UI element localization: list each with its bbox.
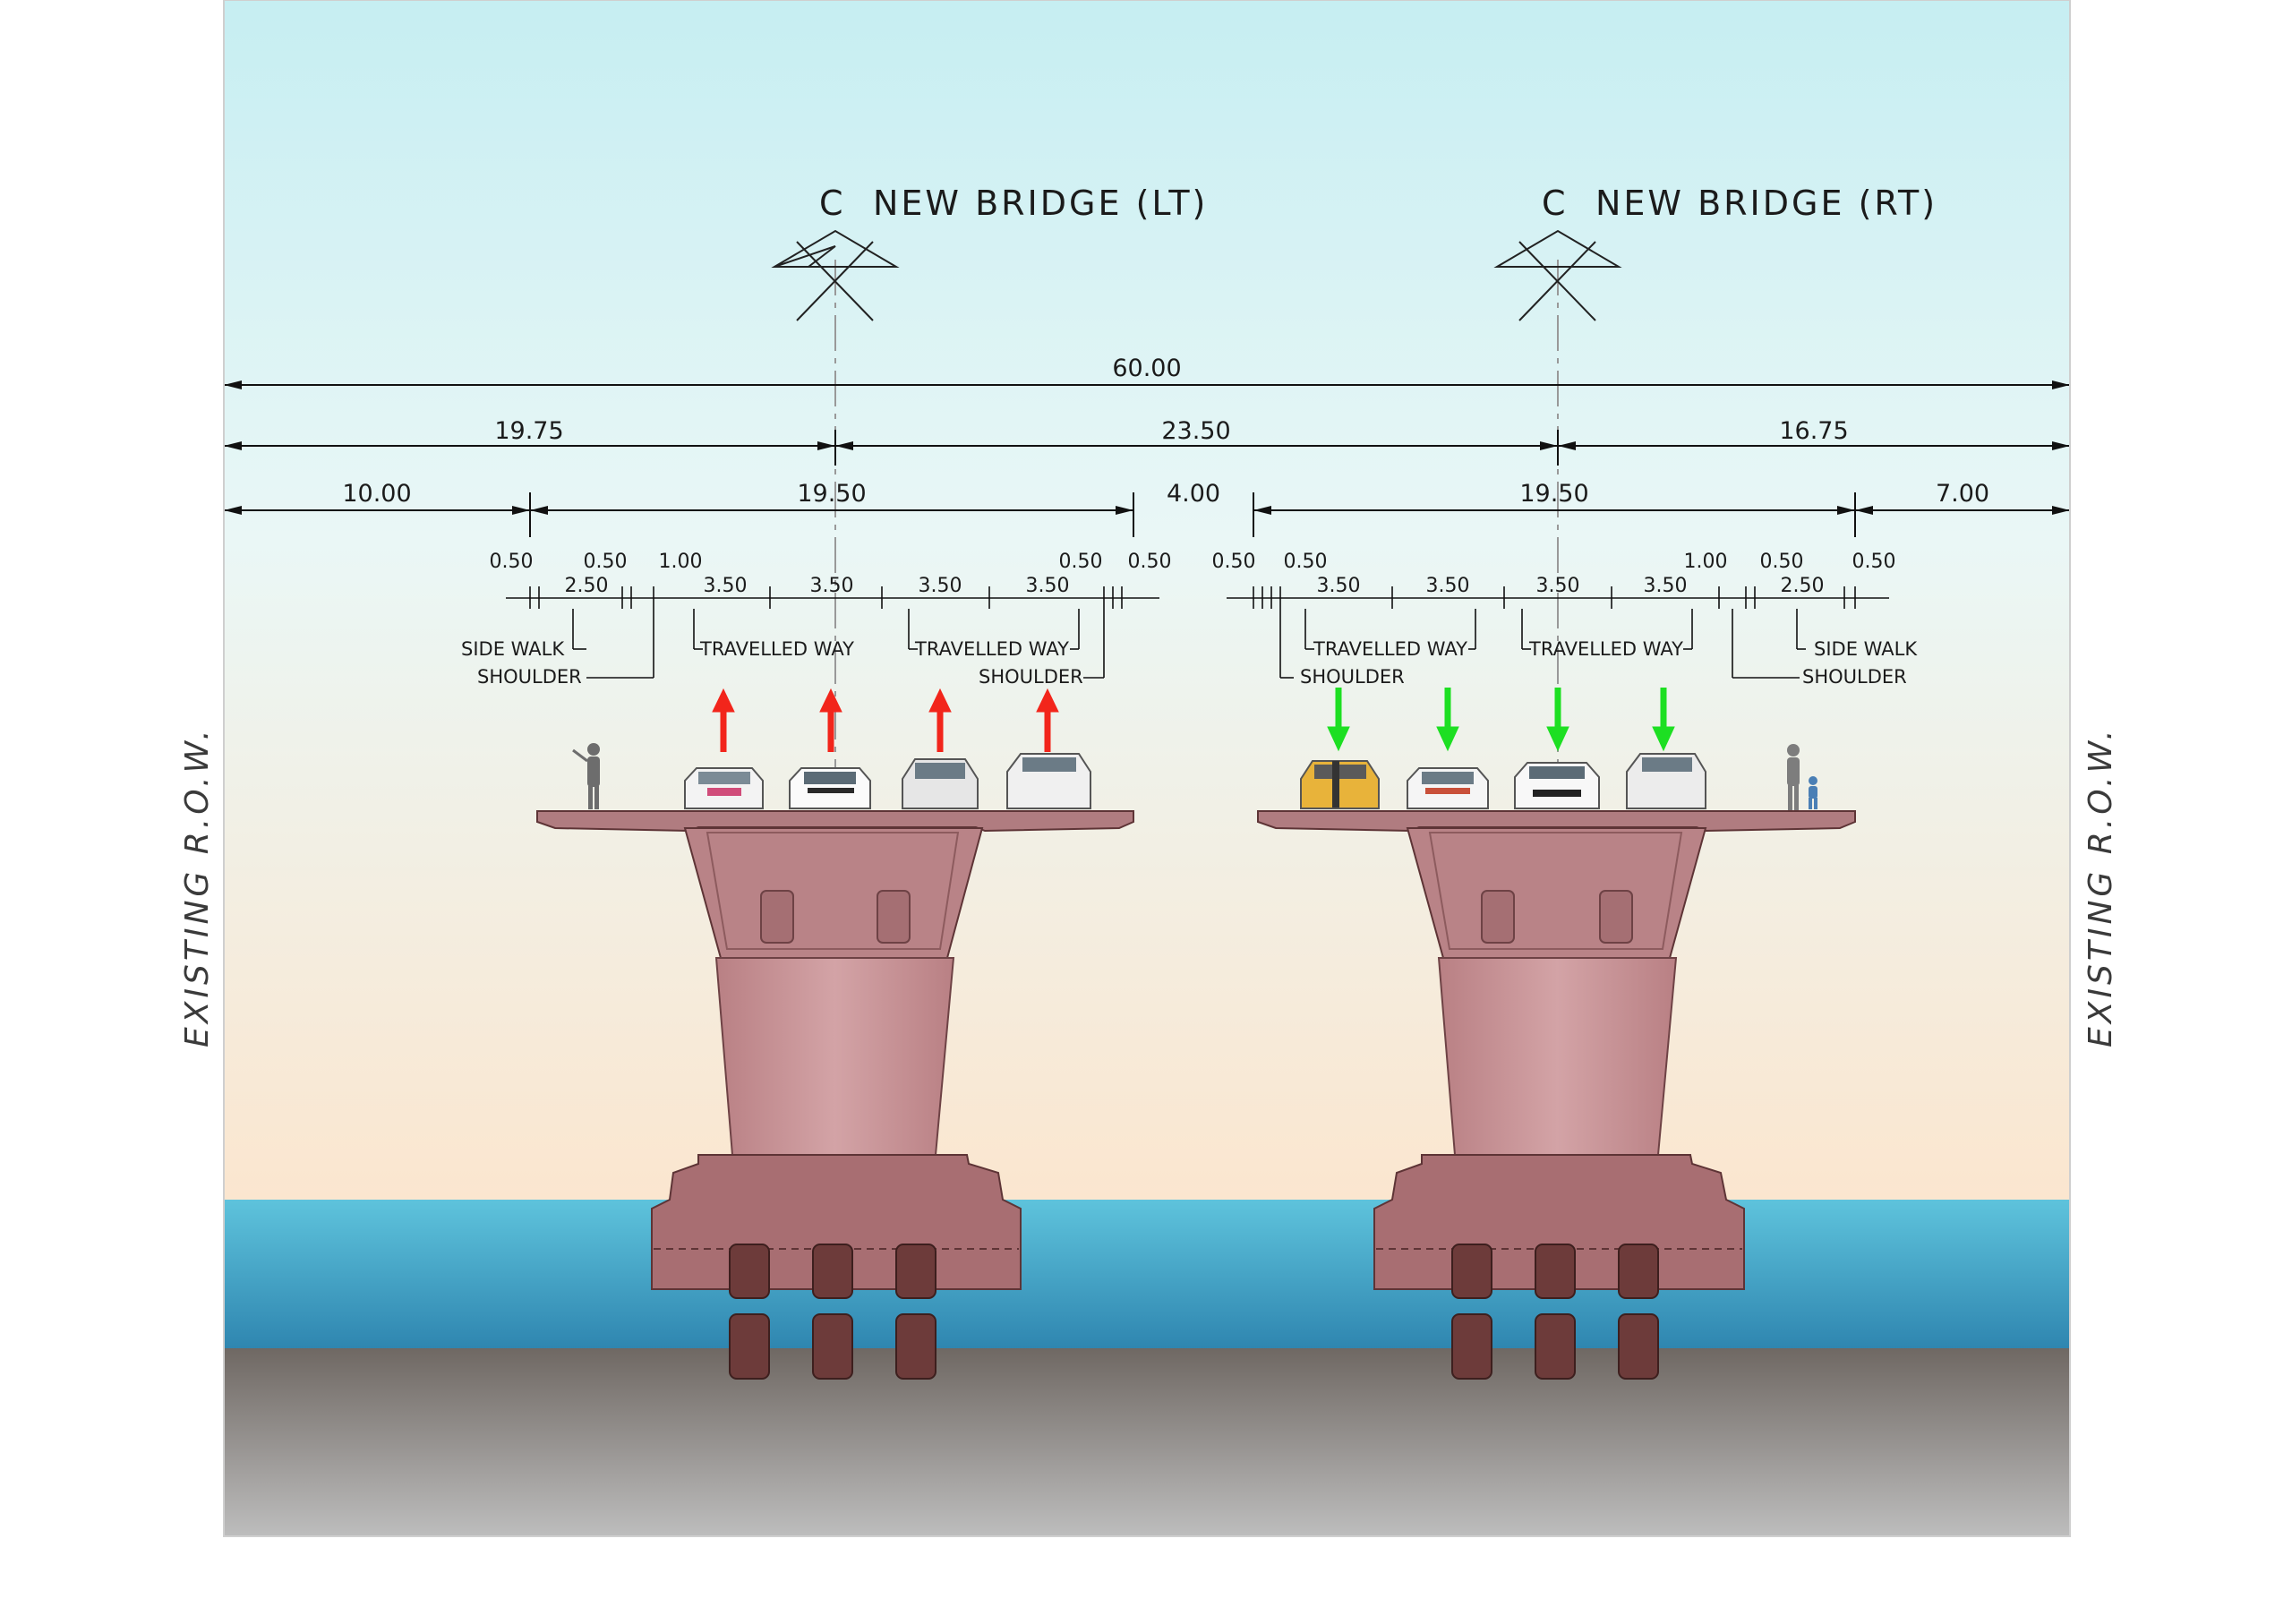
l-top-a: 0.50	[490, 551, 534, 573]
dim-row3-e: 7.00	[1936, 480, 1989, 508]
car-icon	[1514, 762, 1600, 809]
cl-symbol-right: C	[1542, 184, 1569, 223]
dim-row3-a: 10.00	[342, 480, 411, 508]
label-left-tw1: TRAVELLED WAY	[699, 638, 854, 660]
water	[224, 1200, 2070, 1348]
label-right-sidewalk: SIDE WALK	[1814, 638, 1918, 660]
label-left-tw2: TRAVELLED WAY	[914, 638, 1069, 660]
right-small-dims	[1227, 586, 1889, 679]
person-icon	[572, 743, 600, 809]
l-top-d: 0.50	[1059, 551, 1103, 573]
r-top-d: 0.50	[1760, 551, 1804, 573]
l-bot-a: 2.50	[565, 575, 609, 597]
label-right-tw1: TRAVELLED WAY	[1313, 638, 1467, 660]
l-top-c: 1.00	[659, 551, 703, 573]
row-label-right: EXISTING R.O.W.	[2082, 726, 2119, 1047]
label-left-shoulder-r: SHOULDER	[979, 666, 1083, 688]
arrow-down-icon	[1327, 688, 1675, 752]
r-bot-b: 3.50	[1426, 575, 1470, 597]
dim-row2-mid: 23.50	[1161, 417, 1230, 445]
sky	[224, 0, 2070, 1200]
dim-row3-b: 19.50	[797, 480, 866, 508]
l-bot-d: 3.50	[919, 575, 962, 597]
r-bot-d: 3.50	[1644, 575, 1688, 597]
centerline-left: C NEW BRIDGE (LT)	[771, 184, 1208, 1146]
car-icon	[1006, 753, 1091, 809]
r-bot-e: 2.50	[1781, 575, 1825, 597]
arrowheads	[224, 380, 2070, 515]
l-bot-b: 3.50	[704, 575, 748, 597]
ground	[224, 1348, 2070, 1536]
label-left-shoulder-l: SHOULDER	[477, 666, 582, 688]
label-right-tw2: TRAVELLED WAY	[1528, 638, 1683, 660]
person-icon	[1809, 776, 1817, 809]
row-label-left: EXISTING R.O.W.	[179, 726, 216, 1047]
dim-row3-c: 4.00	[1167, 480, 1220, 508]
label-right-shoulder-l: SHOULDER	[1300, 666, 1405, 688]
r-top-c: 1.00	[1684, 551, 1728, 573]
car-icon	[1407, 767, 1489, 809]
car-icon	[1626, 753, 1706, 809]
arrow-up-icon	[712, 688, 1059, 752]
r-bot-a: 3.50	[1317, 575, 1361, 597]
dim-total: 60.00	[1112, 355, 1181, 382]
l-top-e: 0.50	[1128, 551, 1172, 573]
title-right: NEW BRIDGE (RT)	[1595, 184, 1937, 223]
l-bot-e: 3.50	[1026, 575, 1070, 597]
left-small-dims	[506, 586, 1159, 679]
cl-symbol: C	[819, 184, 846, 223]
bridge-right	[1257, 810, 1856, 1380]
l-bot-c: 3.50	[810, 575, 854, 597]
r-top-a: 0.50	[1212, 551, 1256, 573]
frame	[223, 0, 2071, 1537]
person-icon	[1787, 744, 1800, 810]
label-left-sidewalk: SIDE WALK	[461, 638, 565, 660]
l-top-b: 0.50	[584, 551, 628, 573]
dim-row3-d: 19.50	[1519, 480, 1588, 508]
r-top-b: 0.50	[1284, 551, 1328, 573]
car-icon	[789, 767, 871, 809]
car-icon	[1300, 760, 1380, 809]
title-left: NEW BRIDGE (LT)	[873, 184, 1208, 223]
dim-row2-right: 16.75	[1779, 417, 1848, 445]
dim-row2-left: 19.75	[494, 417, 563, 445]
bridge-left	[536, 810, 1134, 1380]
label-right-shoulder-r: SHOULDER	[1802, 666, 1907, 688]
r-bot-c: 3.50	[1536, 575, 1580, 597]
car-icon	[684, 767, 764, 809]
car-icon	[902, 758, 979, 809]
r-top-e: 0.50	[1852, 551, 1896, 573]
